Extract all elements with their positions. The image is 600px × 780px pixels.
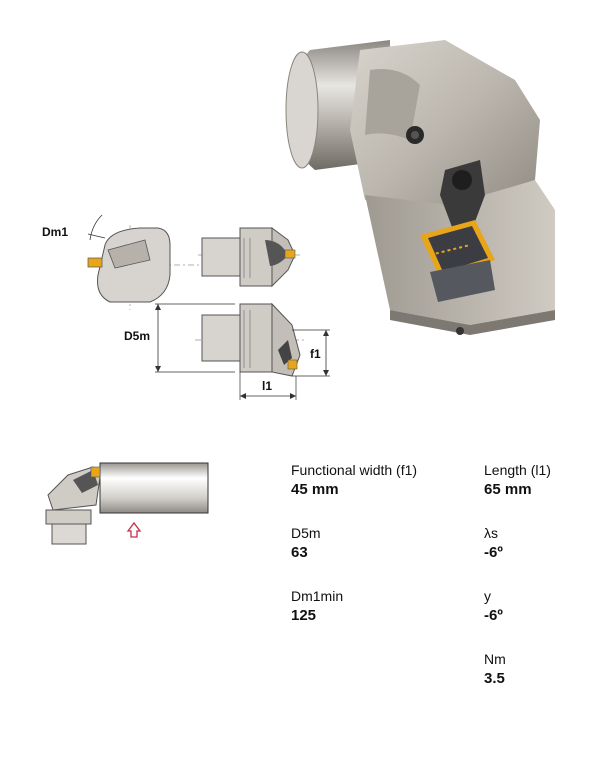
spec-label: Length (l1) bbox=[484, 462, 551, 478]
spec-value: -6º bbox=[484, 607, 503, 624]
application-diagram bbox=[38, 455, 218, 550]
dm1-label: Dm1 bbox=[42, 225, 68, 239]
spec-value: -6º bbox=[484, 544, 503, 561]
f1-label: f1 bbox=[310, 347, 321, 361]
spec-value: 65 mm bbox=[484, 481, 532, 498]
spec-label: y bbox=[484, 588, 491, 604]
spec-value: 63 bbox=[291, 544, 308, 561]
spec-lambda-s: λs -6º bbox=[484, 525, 503, 562]
spec-d5m: D5m 63 bbox=[291, 525, 321, 562]
spec-value: 45 mm bbox=[291, 481, 339, 498]
side-view-bottom bbox=[195, 302, 305, 377]
dimension-drawing: Dm1 D5m bbox=[30, 200, 340, 410]
spec-value: 125 bbox=[291, 607, 317, 624]
spec-label: D5m bbox=[291, 525, 321, 541]
d5m-label: D5m bbox=[124, 329, 150, 343]
front-view: Dm1 bbox=[42, 214, 200, 310]
l1-label: l1 bbox=[262, 379, 272, 393]
product-photo bbox=[270, 10, 570, 340]
spec-torque: Nm 3.5 bbox=[484, 651, 506, 688]
spec-label: Nm bbox=[484, 651, 506, 667]
spec-length: Length (l1) 65 mm bbox=[484, 462, 551, 499]
spec-label: Functional width (f1) bbox=[291, 462, 418, 478]
spec-functional-width: Functional width (f1) 45 mm bbox=[291, 462, 417, 499]
side-view-top bbox=[198, 227, 300, 288]
spec-gamma: y -6º bbox=[484, 588, 503, 625]
spec-label: λs bbox=[484, 525, 498, 541]
spec-dm1min: Dm1min 125 bbox=[291, 588, 343, 625]
spec-value: 3.5 bbox=[484, 670, 505, 687]
spec-label: Dm1min bbox=[291, 588, 344, 604]
feed-direction-arrow-icon bbox=[126, 521, 142, 538]
